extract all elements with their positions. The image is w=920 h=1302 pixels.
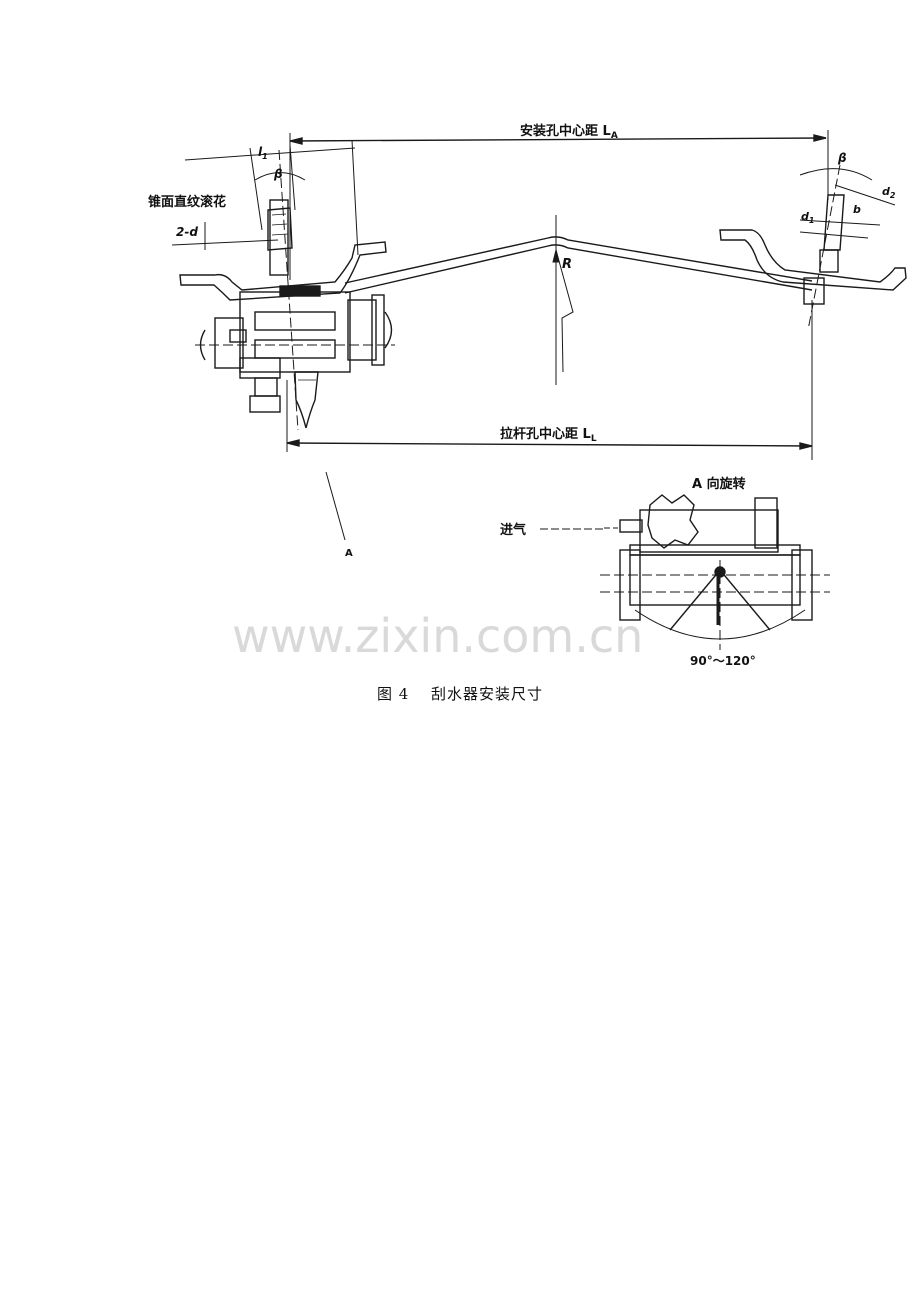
knurl-note-label: 锥面直纹滚花 [148, 194, 226, 210]
b-label: b [853, 203, 861, 216]
bottom-dimension-line [286, 300, 813, 460]
hole-note-label: 2-d [176, 225, 198, 239]
figure-caption: 图 4 刮水器安装尺寸 [0, 683, 920, 704]
figure-number: 图 4 [376, 685, 410, 703]
radius-leader [552, 215, 574, 385]
view-arrow [325, 471, 346, 541]
watermark: www.zixin.com.cn [232, 609, 643, 663]
view-arrow-label: A [345, 548, 353, 559]
left-motor-body [195, 285, 395, 429]
top-dimension-line [289, 130, 829, 280]
a-view-detail [600, 494, 830, 650]
left-bracket [179, 241, 387, 301]
swing-angle-label: 90°～120° [690, 654, 756, 668]
air-inlet-label: 进气 [500, 522, 526, 538]
d1-label: d1 [801, 210, 814, 225]
beta-label-right: β [837, 151, 847, 165]
wiper-installation-drawing: 安装孔中心距 LA 拉杆孔中心距 LL 锥面直纹滚花 2-d l1 β β R … [148, 123, 907, 668]
figure-title: 刮水器安装尺寸 [431, 685, 544, 703]
beta-label-left: β [273, 167, 283, 181]
l1-label: l1 [258, 145, 268, 161]
l1-dimension [184, 139, 359, 256]
d2-label: d2 [882, 185, 896, 200]
bottom-dimension-label: 拉杆孔中心距 LL [500, 426, 597, 444]
top-dimension-label: 安装孔中心距 LA [520, 123, 618, 141]
right-bracket [719, 229, 907, 291]
radius-label: R [562, 257, 572, 272]
right-pivot-shaft [799, 164, 896, 331]
hole-leader [171, 222, 279, 250]
linkage-rod [344, 236, 813, 294]
view-title-label: A 向旋转 [692, 476, 746, 492]
